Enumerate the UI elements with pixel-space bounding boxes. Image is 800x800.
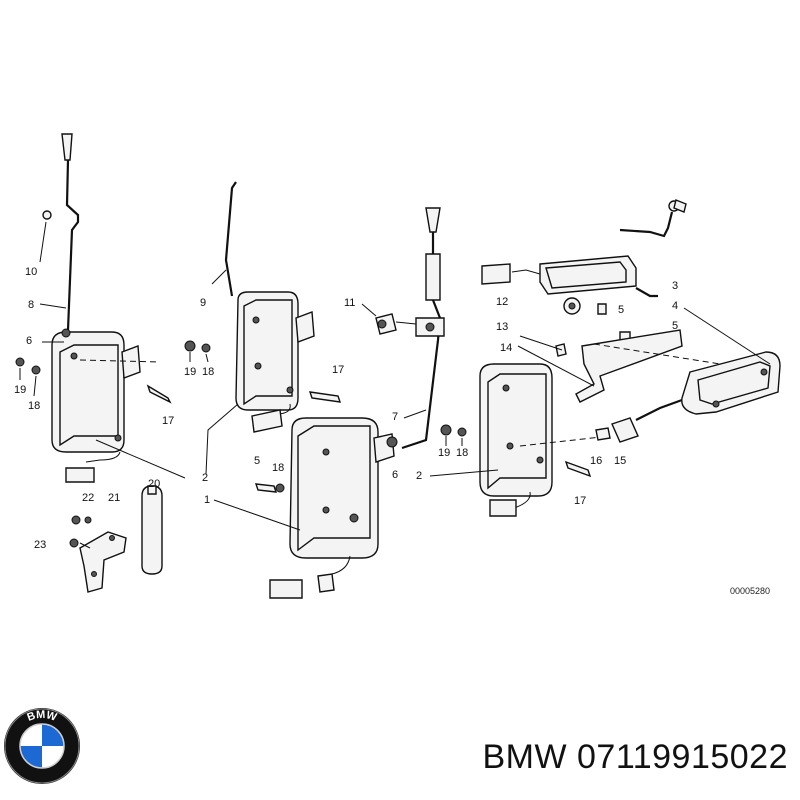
label-3: 3 [672,280,678,292]
label-15: 15 [614,455,626,467]
label-2: 2 [202,472,208,484]
label-6: 6 [26,335,32,347]
label-18: 18 [456,447,468,459]
label-19: 19 [438,447,450,459]
label-8: 8 [28,299,34,311]
lower-left-parts [69,485,163,593]
label-7: 7 [392,411,398,423]
label-9: 9 [200,297,206,309]
diagram-reference-number: 00005280 [730,586,770,596]
label-6: 6 [392,469,398,481]
label-17: 17 [574,495,586,507]
label-23: 23 [34,539,46,551]
label-10: 10 [25,266,37,278]
label-14: 14 [500,342,512,354]
part-labels: 10 8 6 19 18 17 9 19 18 17 2 1 5 18 11 7… [14,266,770,596]
center-rod-assembly [361,207,467,450]
label-16: 16 [590,455,602,467]
svg-text:BMW: BMW [26,709,59,724]
right-front-assembly [429,363,611,517]
label-18: 18 [202,366,214,378]
label-2: 2 [416,470,422,482]
part-number-caption: BMW 07119915022 [482,738,788,776]
label-17: 17 [332,364,344,376]
label-11: 11 [344,297,355,309]
label-13: 13 [496,321,508,333]
label-22: 22 [82,492,94,504]
label-12: 12 [496,296,508,308]
label-4: 4 [672,300,678,312]
right-rear-assembly [481,199,781,443]
label-5: 5 [672,320,678,332]
label-5: 5 [254,455,260,467]
label-18: 18 [272,462,284,474]
label-21: 21 [108,492,120,504]
bmw-logo-icon: BMW [4,708,80,784]
label-5: 5 [618,304,624,316]
label-17: 17 [162,415,174,427]
center-front-assembly [213,417,398,599]
middle-upper-assembly [184,181,342,475]
label-20: 20 [148,478,160,490]
left-lock-assembly [15,133,186,483]
logo-letters: BMW [26,709,59,724]
label-19: 19 [184,366,196,378]
label-18: 18 [28,400,40,412]
label-1: 1 [204,494,210,506]
label-19: 19 [14,384,26,396]
